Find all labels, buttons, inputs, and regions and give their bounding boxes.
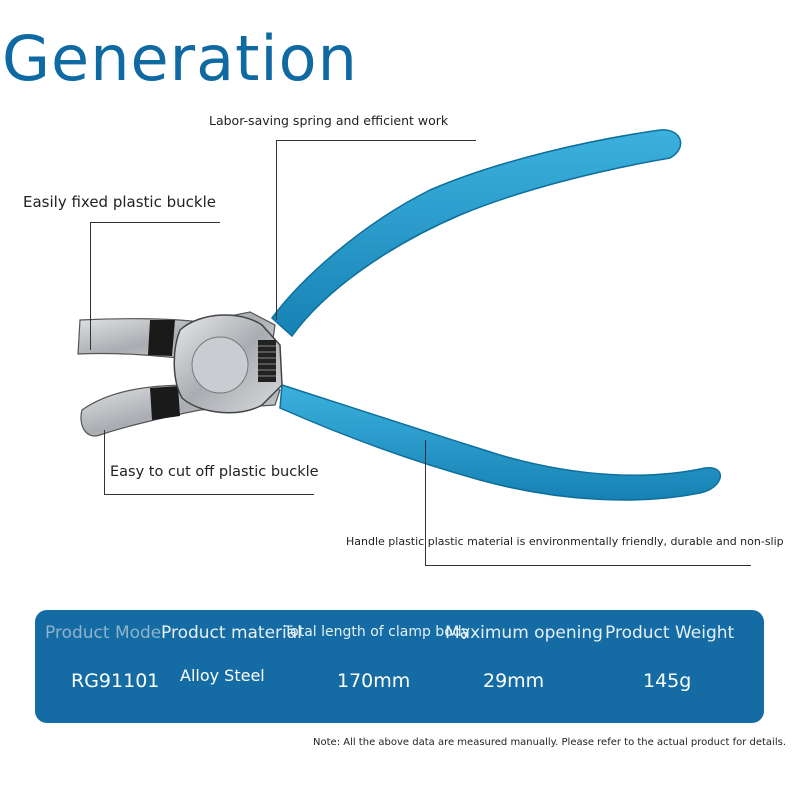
- spring: [258, 340, 276, 382]
- spec-value-length: 170mm: [337, 670, 411, 692]
- spec-value-material: Alloy Steel: [180, 666, 265, 685]
- lower-jaw-band: [150, 386, 180, 420]
- spec-header-weight: Product Weight: [605, 623, 735, 643]
- spec-header-model: Product Model: [45, 623, 166, 643]
- callout-line-spring-h: [276, 140, 476, 141]
- pliers-illustration: [77, 129, 722, 501]
- spec-header-material: Product material: [161, 623, 302, 643]
- pivot-rivet: [191, 336, 249, 394]
- callout-cut: Easy to cut off plastic buckle: [110, 464, 319, 480]
- callout-line-spring-v: [276, 140, 277, 320]
- callout-handle: Handle plastic plastic material is envir…: [346, 535, 784, 548]
- callout-line-cut-v: [104, 430, 105, 494]
- callout-spring: Labor-saving spring and efficient work: [209, 113, 449, 128]
- upper-handle: [270, 129, 682, 338]
- page-title: Generation: [2, 22, 358, 95]
- spec-value-opening: 29mm: [483, 670, 545, 692]
- lower-handle: [279, 384, 722, 501]
- callout-line-fixed-h: [90, 222, 220, 223]
- spec-value-model: RG91101: [71, 670, 160, 692]
- callout-line-handle-v: [425, 440, 426, 566]
- callout-line-fixed-v: [90, 222, 91, 350]
- spec-value-weight: 145g: [643, 670, 692, 692]
- spec-header-opening: Maximum opening: [445, 623, 603, 643]
- callout-line-cut-h: [104, 494, 314, 495]
- spec-header-length: Total length of clamp body: [284, 624, 470, 640]
- callout-line-handle-h: [425, 565, 751, 566]
- upper-jaw-band: [148, 320, 175, 356]
- footnote: Note: All the above data are measured ma…: [313, 737, 786, 748]
- spec-table: Product Model Product material Total len…: [35, 610, 764, 723]
- callout-fixed: Easily fixed plastic buckle: [23, 193, 216, 211]
